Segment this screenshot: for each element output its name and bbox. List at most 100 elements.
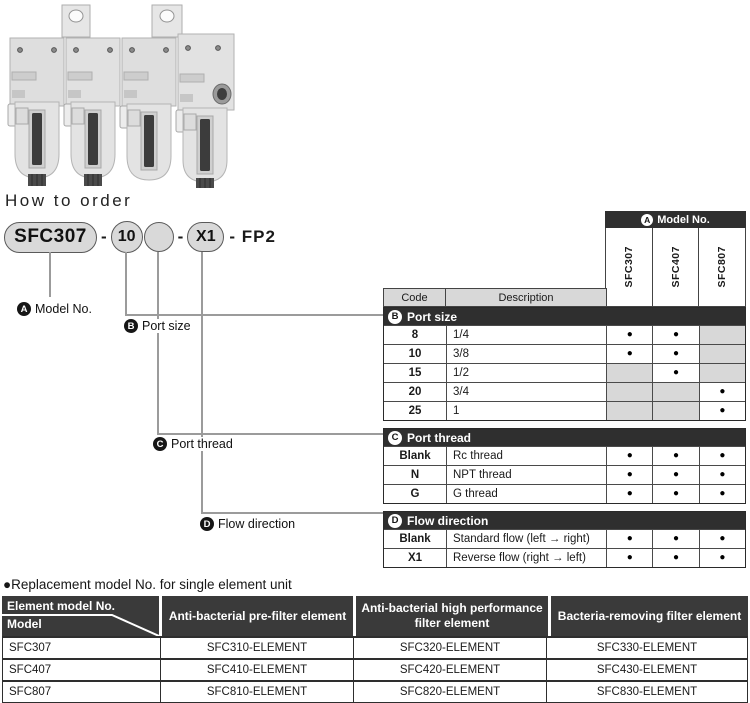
column-header-bacteria-removing: Bacteria-removing filter element <box>551 596 748 636</box>
availability-dot: ● <box>606 326 652 344</box>
availability-dot: ● <box>606 466 652 484</box>
availability-empty <box>698 326 745 344</box>
model-column-sfc307: SFC307 <box>606 228 652 306</box>
connector-line-c-vertical <box>157 252 159 435</box>
corner-header-top: Element model No. <box>7 599 116 613</box>
availability-empty <box>606 364 653 382</box>
replacement-element: SFC430-ELEMENT <box>546 660 747 680</box>
header-letter-a: A <box>641 213 654 226</box>
row-description: 1/2 <box>446 364 606 382</box>
replacement-table-title: ●Replacement model No. for single elemen… <box>3 577 292 592</box>
availability-dot: ● <box>652 485 698 503</box>
availability-dot: ● <box>652 364 698 382</box>
row-description: Reverse flow (right → left) <box>446 549 606 567</box>
section-letter-d: D <box>388 513 402 528</box>
model-columns: SFC307 SFC407 SFC807 <box>605 228 746 307</box>
callout-letter-c: C <box>153 437 167 451</box>
connector-line-b-vertical <box>125 252 127 316</box>
callout-letter-d: D <box>200 517 214 531</box>
description-column-header: Description <box>498 291 554 304</box>
section-title: Flow direction <box>407 513 489 528</box>
availability-empty <box>652 402 699 420</box>
availability-empty <box>606 402 653 420</box>
replacement-model: SFC407 <box>9 664 52 676</box>
callout-letter-a: A <box>17 302 31 316</box>
product-photo <box>7 4 235 188</box>
callout-label: Port thread <box>171 437 233 451</box>
row-code: X1 <box>407 552 423 564</box>
model-column-label: SFC807 <box>716 246 729 288</box>
port-thread-circle <box>143 222 174 252</box>
availability-dot: ● <box>698 549 745 567</box>
availability-empty <box>698 345 745 363</box>
connector-line-d-vertical <box>201 252 203 514</box>
availability-dot: ● <box>606 530 652 548</box>
replacement-element: SFC310-ELEMENT <box>160 638 353 658</box>
order-builder: SFC307 - 10 - X1 - FP2 <box>4 220 276 254</box>
availability-dot: ● <box>652 530 698 548</box>
code-column-header: Code <box>384 289 446 306</box>
row-code: Blank <box>399 533 431 545</box>
row-code: 15 <box>408 367 422 379</box>
connector-line-b-horizontal <box>125 314 383 316</box>
replacement-element: SFC420-ELEMENT <box>353 660 546 680</box>
model-column-sfc807: SFC807 <box>698 228 745 306</box>
replacement-element: SFC830-ELEMENT <box>546 682 747 702</box>
replacement-title-text: Replacement model No. for single element… <box>11 577 292 592</box>
replacement-element: SFC410-ELEMENT <box>160 660 353 680</box>
replacement-element: SFC330-ELEMENT <box>546 638 747 658</box>
availability-empty <box>606 383 653 401</box>
availability-dot: ● <box>698 447 745 465</box>
callout-port-thread: C Port thread <box>153 437 236 451</box>
callout-label: Model No. <box>35 302 92 316</box>
selection-row: 15 1/2 ● <box>384 363 745 382</box>
row-description: NPT thread <box>446 466 606 484</box>
section-title: Port thread <box>407 430 472 445</box>
flow-direction-oval: X1 <box>187 222 225 252</box>
replacement-element: SFC810-ELEMENT <box>160 682 353 702</box>
row-description: Rc thread <box>446 447 606 465</box>
replacement-element: SFC820-ELEMENT <box>353 682 546 702</box>
availability-dot: ● <box>652 447 698 465</box>
model-column-label: SFC307 <box>622 246 635 288</box>
availability-dot: ● <box>606 345 652 363</box>
model-column-label: SFC407 <box>669 246 682 288</box>
row-description: 1/4 <box>446 326 606 344</box>
callout-label: Flow direction <box>218 517 296 531</box>
row-code: 8 <box>411 329 419 341</box>
callout-port-size: B Port size <box>124 319 194 333</box>
row-code: Blank <box>399 450 431 462</box>
callout-letter-b: B <box>124 319 138 333</box>
model-no-header: A Model No. <box>605 211 746 228</box>
replacement-model: SFC307 <box>9 642 52 654</box>
row-code: N <box>410 469 420 481</box>
availability-dot: ● <box>606 447 652 465</box>
connector-line-a <box>49 252 51 297</box>
callout-label: Port size <box>142 319 191 333</box>
port-size-circle: 10 <box>110 221 143 253</box>
order-suffix: - FP2 <box>229 227 276 246</box>
availability-dot: ● <box>698 402 745 420</box>
availability-dot: ● <box>698 383 745 401</box>
dash-separator: - <box>101 227 107 246</box>
availability-dot: ● <box>698 485 745 503</box>
replacement-table: Element model No. Model Anti-bacterial p… <box>2 596 748 703</box>
code-description-header: Code Description <box>383 288 607 307</box>
diagonal-divider <box>2 614 159 636</box>
availability-dot: ● <box>652 326 698 344</box>
row-code: 20 <box>408 386 422 398</box>
